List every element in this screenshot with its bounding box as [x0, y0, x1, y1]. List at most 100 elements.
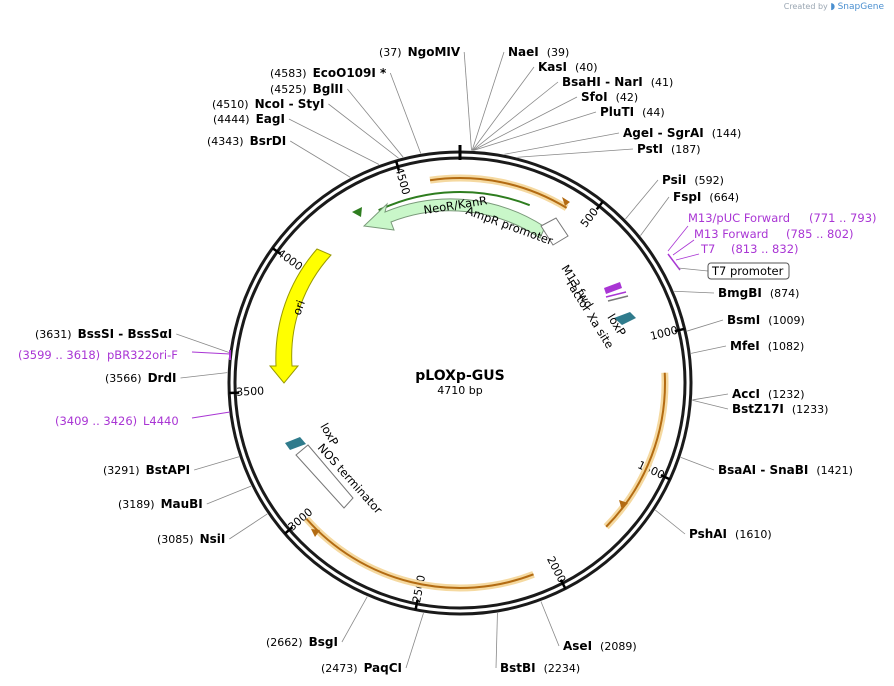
site-leader [674, 290, 715, 294]
primer-t7-range: (813 .. 832) [731, 242, 799, 256]
site-leader [691, 345, 727, 354]
site-name: NgoMIV [408, 45, 461, 59]
site-leader [405, 612, 424, 669]
orf-right-arrowhead [619, 500, 628, 510]
primer-l4440-name: L4440 [143, 414, 179, 428]
primer-leader-l4440 [191, 411, 231, 419]
ori-feature: ori [268, 248, 332, 384]
site-leader [687, 319, 724, 332]
primer-t7-name: T7 [700, 242, 715, 256]
site-leader [640, 196, 670, 236]
primer-l4440-range: (3409 .. 3426) [55, 414, 137, 428]
primer-leader-m13puc [667, 225, 689, 252]
neor-arrow-shape [362, 198, 546, 239]
loxp-left-arrow [285, 437, 306, 450]
site-leader [680, 456, 715, 471]
orf-bottom-arrow [305, 518, 534, 589]
tick-label: 2000 [544, 554, 568, 585]
tick-mark [394, 160, 401, 171]
primer-feature-cluster: M13 fwd Factor Xa site loxP [558, 262, 636, 351]
site-leader [471, 51, 505, 151]
site-position: (874) [770, 287, 800, 300]
site-name: NcoI - StyI [255, 97, 325, 111]
orf-bottom-arrowhead [311, 529, 320, 537]
tick-label: 4500 [392, 166, 412, 197]
site-leader [328, 103, 399, 159]
site-name: NaeI [508, 45, 539, 59]
site-position: (592) [694, 174, 724, 187]
site-name: PshAI [689, 527, 727, 541]
site-position: (1009) [768, 314, 805, 327]
site-name: AgeI - SgrAI [623, 126, 704, 140]
orf-arcs [303, 174, 669, 592]
t7-promoter-label: T7 promoter [711, 264, 784, 278]
site-leader [472, 96, 578, 151]
primer-m13-range: (785 .. 802) [786, 227, 854, 241]
site-position: (4444) [213, 113, 250, 126]
nos-terminator-arrow [295, 444, 354, 509]
site-name: DrdI [148, 371, 177, 385]
site-leader [472, 66, 535, 151]
site-name: BstAPI [146, 463, 191, 477]
primer-leader-t7 [675, 253, 700, 261]
m13-primer-line [605, 291, 627, 298]
site-name: BssSI - BssSαI [78, 327, 173, 341]
site-position: (2662) [266, 636, 303, 649]
site-leader [229, 513, 268, 540]
site-name: AseI [563, 639, 592, 653]
primer-m13puc-range: (771 .. 793) [809, 211, 877, 225]
site-name: NsiI [200, 532, 226, 546]
site-position: (1082) [768, 340, 805, 353]
site-name: BmgBI [718, 286, 762, 300]
site-position: (3631) [35, 328, 72, 341]
orf-top-arrow [429, 177, 568, 209]
tick-label: 3500 [236, 385, 265, 399]
site-leader [194, 456, 240, 471]
site-position: (144) [712, 127, 742, 140]
site-position: (37) [379, 46, 402, 59]
tick-mark [414, 599, 419, 610]
site-name: EcoO109I * [313, 66, 387, 80]
site-name: PaqCI [364, 661, 402, 675]
tick-mark [559, 579, 567, 590]
site-position: (40) [575, 61, 598, 74]
site-leader [517, 148, 634, 158]
site-name: BglII [313, 82, 344, 96]
t7-promoter-box [707, 262, 790, 280]
orf-right-arrow [605, 372, 666, 528]
site-name: AccI [732, 387, 760, 401]
site-leader [176, 333, 230, 353]
site-name: FspI [673, 190, 701, 204]
ampr-promoter-feature: AmpR promoter [464, 203, 569, 248]
plasmid-name: pLOXp-GUS [415, 368, 504, 384]
site-leader [692, 393, 729, 401]
site-leader [341, 596, 368, 643]
site-leader [180, 372, 228, 379]
site-leader [206, 485, 252, 505]
restriction-sites: NgoMIV(37)NaeI(39)KasI(40)BsaHI - NarI(4… [35, 45, 853, 675]
primer-labels: M13/pUC Forward (771 .. 793) M13 Forward… [18, 211, 877, 428]
site-leader [347, 88, 404, 158]
nos-terminator-feature: loxP NOS terminator [285, 421, 385, 517]
site-leader [692, 399, 729, 410]
site-position: (187) [671, 143, 701, 156]
tick-mark [595, 200, 604, 211]
ampr-promoter-arrow [540, 217, 569, 246]
site-position: (41) [651, 76, 674, 89]
t7-tick [667, 253, 681, 271]
site-position: (1421) [816, 464, 853, 477]
tick-label: 1000 [649, 324, 679, 343]
site-leader [389, 72, 422, 154]
snapgene-label: SnapGene [837, 2, 884, 12]
site-name: SfoI [581, 90, 608, 104]
tick-mark [271, 247, 282, 255]
site-position: (2473) [321, 662, 358, 675]
site-position: (39) [547, 46, 570, 59]
primer-leader-pbr322 [191, 351, 231, 355]
site-position: (44) [642, 106, 665, 119]
neor-kanr-feature: NeoR/KanR [352, 191, 546, 239]
site-name: MfeI [730, 339, 760, 353]
m13-fwd-primer-arrow [604, 282, 622, 294]
site-leaders [176, 51, 729, 669]
